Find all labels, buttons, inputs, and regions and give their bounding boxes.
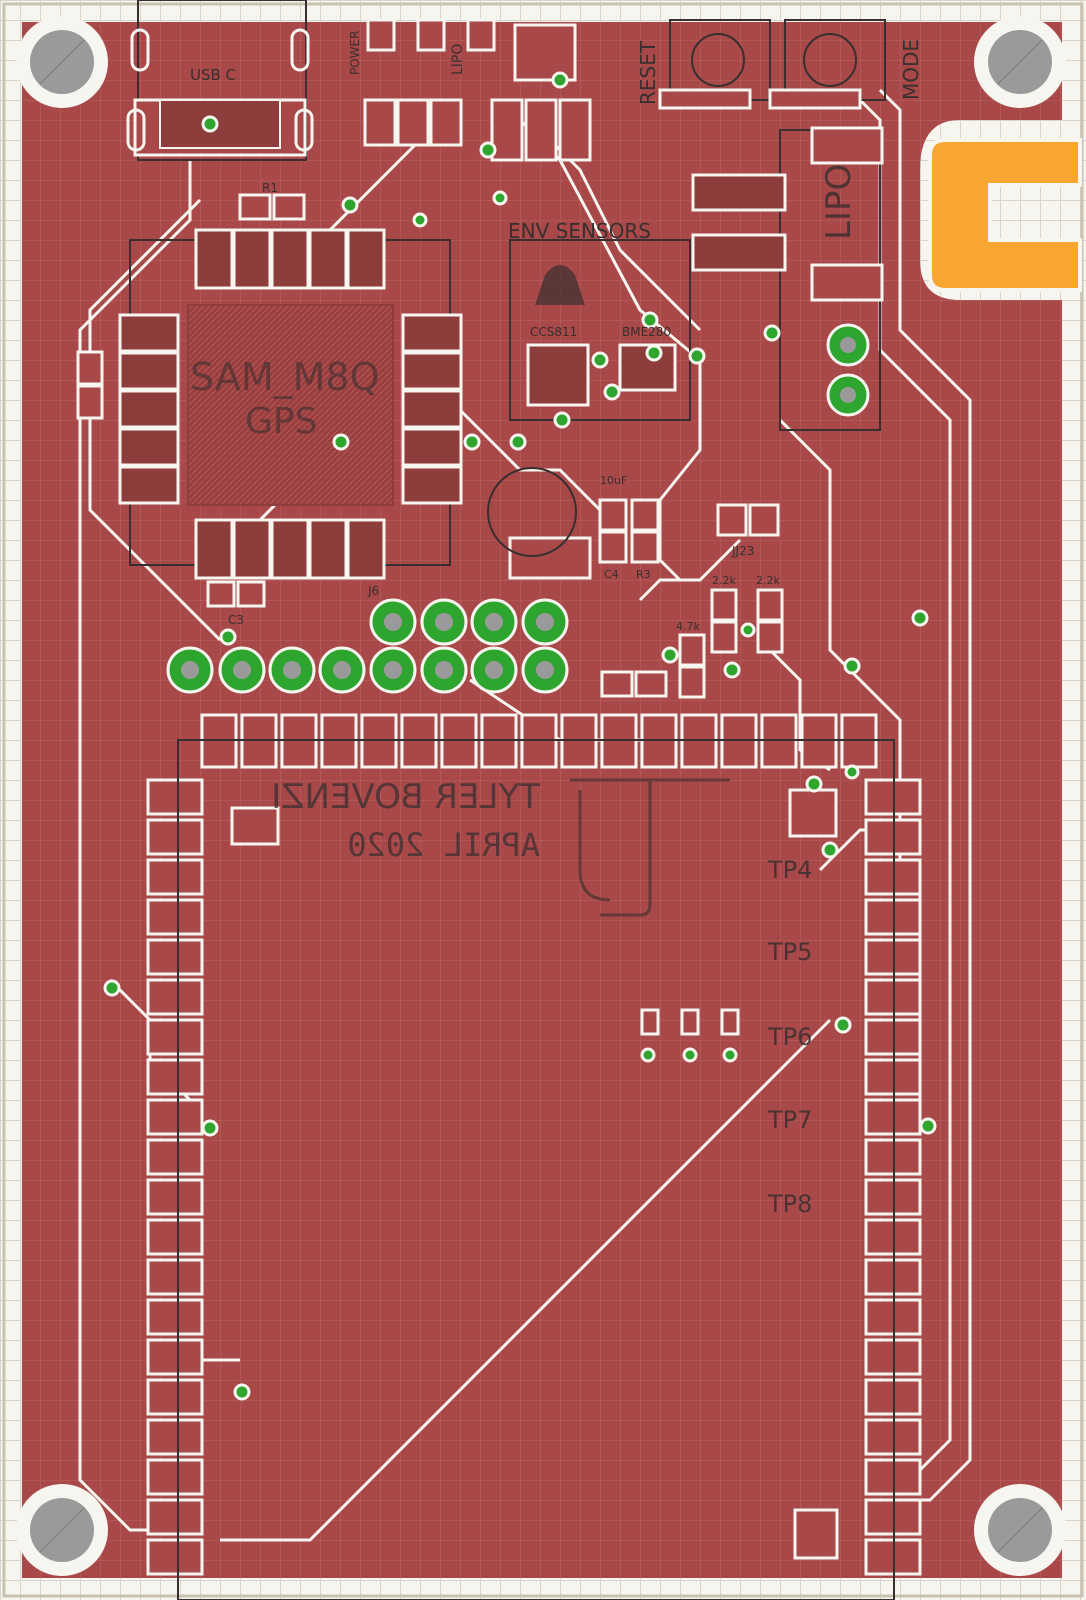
- env-sensors-block: [509, 239, 691, 421]
- led-footprints: [363, 18, 592, 162]
- tp8-label: TP8: [767, 1190, 812, 1218]
- tp5-label: TP5: [767, 938, 812, 966]
- passives: [76, 193, 839, 1560]
- coin-cell-outline: [487, 467, 577, 557]
- author-logo: [570, 778, 730, 917]
- author-label: TYLER BOVENZI: [271, 777, 541, 817]
- usb-c-label: USB C: [190, 66, 236, 84]
- c3-label: C3: [228, 613, 244, 627]
- mode-button-label: MODE: [899, 39, 923, 100]
- mounting-holes: [16, 16, 1066, 1576]
- r3-label: R3: [636, 568, 651, 581]
- tp4-label: TP4: [767, 856, 812, 884]
- c4-label: C4: [604, 568, 619, 581]
- left-column-pads: [146, 778, 204, 1576]
- usb-c-connector: [126, 0, 314, 161]
- author-text-group: TYLER BOVENZI APRIL 2020: [271, 777, 541, 864]
- tp6-label: TP6: [767, 1023, 812, 1051]
- gps-label: GPS: [245, 401, 317, 442]
- header-label: J6: [367, 584, 379, 598]
- r-2-2k-b-label: 2.2k: [756, 574, 780, 587]
- gps-chip-label: SAM_M8Q: [190, 355, 379, 399]
- reset-button-label: RESET: [636, 40, 660, 105]
- vias: [103, 71, 937, 1401]
- feather-outline: [177, 739, 895, 1600]
- logo-mark: [928, 138, 1082, 292]
- r-2-2k-a-label: 2.2k: [712, 574, 736, 587]
- lipo-connector-label: LIPO: [819, 164, 859, 240]
- bme280-label: BME280: [622, 325, 671, 339]
- cap-10uf-label: 10uF: [600, 474, 627, 487]
- date-label: APRIL 2020: [347, 826, 540, 864]
- lipo-connector: [691, 126, 884, 431]
- r1-label: R1: [262, 181, 278, 195]
- power-led-label: POWER: [348, 31, 362, 75]
- gps-module: [118, 228, 463, 580]
- env-sensors-label: ENV SENSORS: [508, 219, 651, 243]
- jumper-label: JJ23: [731, 544, 754, 558]
- r-4-7k-label: 4.7k: [676, 620, 700, 633]
- tp7-label: TP7: [767, 1106, 812, 1134]
- lipo-led-label: LIPO: [450, 44, 466, 75]
- buttons: [658, 19, 886, 110]
- ccs811-label: CCS811: [530, 325, 577, 339]
- through-hole-pins: [166, 323, 870, 694]
